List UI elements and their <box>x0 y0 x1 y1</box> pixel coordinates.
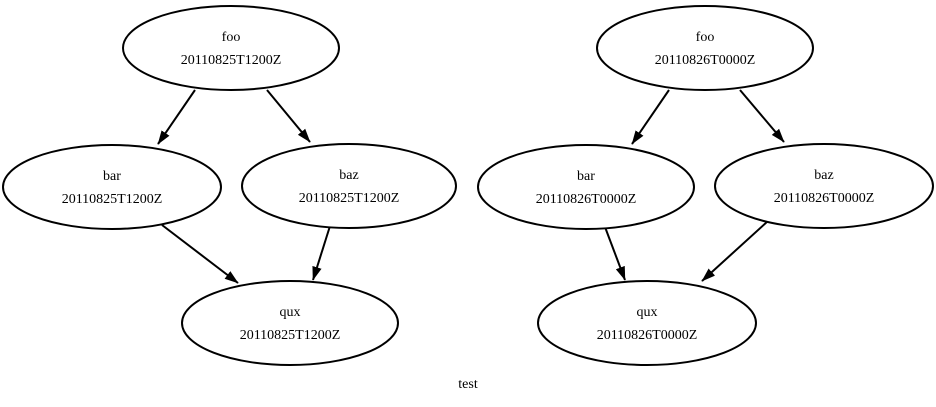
node-foo-20110826T0000Z: foo 20110826T0000Z <box>596 5 814 91</box>
node-cycle-label: 20110826T0000Z <box>774 191 875 206</box>
node-baz-20110826T0000Z: baz 20110826T0000Z <box>714 143 934 229</box>
node-bar-20110826T0000Z: bar 20110826T0000Z <box>477 144 695 230</box>
node-task-label: qux <box>637 305 658 320</box>
graph-title: test <box>458 377 478 392</box>
edge-foo-bar-right <box>631 89 670 145</box>
node-ellipse <box>714 143 934 229</box>
node-cycle-label: 20110826T0000Z <box>655 53 756 68</box>
node-task-label: bar <box>577 169 595 184</box>
node-ellipse <box>181 280 399 366</box>
node-task-label: foo <box>696 30 715 45</box>
node-task-label: bar <box>103 169 121 184</box>
node-task-label: baz <box>814 168 833 183</box>
node-task-label: qux <box>280 305 301 320</box>
node-qux-20110826T0000Z: qux 20110826T0000Z <box>537 280 757 366</box>
edge-foo-baz-right <box>739 89 785 143</box>
node-bar-20110825T1200Z: bar 20110825T1200Z <box>2 144 222 230</box>
node-ellipse <box>537 280 757 366</box>
edge-bar-qux-right <box>604 226 626 281</box>
node-ellipse <box>241 143 457 229</box>
node-qux-20110825T1200Z: qux 20110825T1200Z <box>181 280 399 366</box>
edge-baz-qux-left <box>312 225 331 281</box>
node-task-label: foo <box>222 30 241 45</box>
node-cycle-label: 20110825T1200Z <box>240 328 341 343</box>
node-cycle-label: 20110825T1200Z <box>181 53 282 68</box>
edge-foo-bar-left <box>157 89 196 145</box>
node-foo-20110825T1200Z: foo 20110825T1200Z <box>122 5 340 91</box>
node-cycle-label: 20110825T1200Z <box>299 191 400 206</box>
node-ellipse <box>596 5 814 91</box>
node-ellipse <box>122 5 340 91</box>
node-cycle-label: 20110826T0000Z <box>536 192 637 207</box>
edge-bar-qux-left <box>161 224 239 284</box>
node-baz-20110825T1200Z: baz 20110825T1200Z <box>241 143 457 229</box>
node-cycle-label: 20110825T1200Z <box>62 192 163 207</box>
edge-baz-qux-right <box>701 220 769 282</box>
node-ellipse <box>2 144 222 230</box>
node-cycle-label: 20110826T0000Z <box>597 328 698 343</box>
edge-foo-baz-left <box>266 89 311 143</box>
node-task-label: baz <box>339 168 358 183</box>
node-ellipse <box>477 144 695 230</box>
